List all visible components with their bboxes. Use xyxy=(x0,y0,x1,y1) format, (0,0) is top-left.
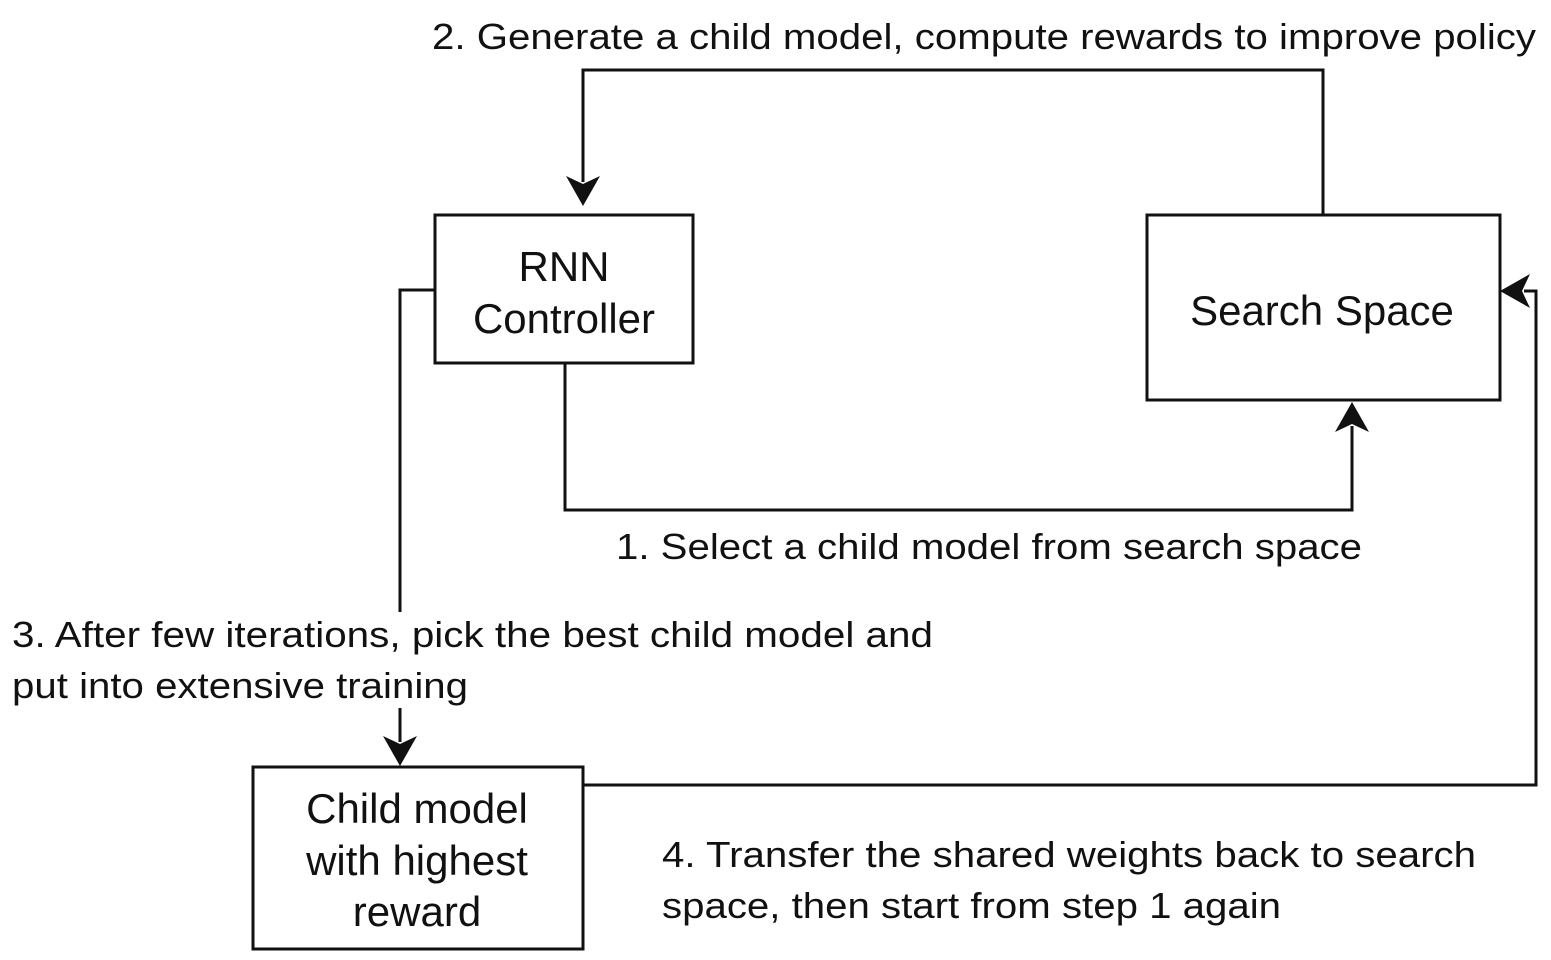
search-space-label: Search Space xyxy=(1190,287,1454,334)
arrowhead-left xyxy=(1500,274,1530,308)
step-3-label-line1: 3. After few iterations, pick the best c… xyxy=(12,614,933,655)
edge-child-model-to-search-space xyxy=(583,274,1538,787)
node-rnn-controller: RNN Controller xyxy=(433,213,695,365)
step-3-label-line2: put into extensive training xyxy=(12,665,468,706)
child-model-label-line2: with highest xyxy=(305,837,528,884)
step-3-label-background xyxy=(382,612,418,708)
step-1-label: 1. Select a child model from search spac… xyxy=(616,526,1362,567)
child-model-label-line1: Child model xyxy=(306,785,528,832)
node-search-space: Search Space xyxy=(1145,213,1502,402)
step-4-label-line1: 4. Transfer the shared weights back to s… xyxy=(662,834,1476,875)
step-2-label: 2. Generate a child model, compute rewar… xyxy=(432,16,1536,57)
arrowhead-down xyxy=(566,176,600,206)
edge-rnn-controller-to-child-model xyxy=(383,288,435,766)
arrowhead-up xyxy=(1335,402,1369,432)
rnn-controller-label-line2: Controller xyxy=(473,295,655,342)
edge-rnn-controller-to-search-space xyxy=(563,363,1369,512)
child-model-label-line3: reward xyxy=(353,888,481,935)
node-child-model: Child model with highest reward xyxy=(251,765,585,951)
rnn-controller-label-line1: RNN xyxy=(519,243,610,290)
arrowhead-down xyxy=(383,736,417,766)
edge-search-space-to-rnn-controller xyxy=(566,68,1325,215)
step-4-label-line2: space, then start from step 1 again xyxy=(662,885,1281,926)
